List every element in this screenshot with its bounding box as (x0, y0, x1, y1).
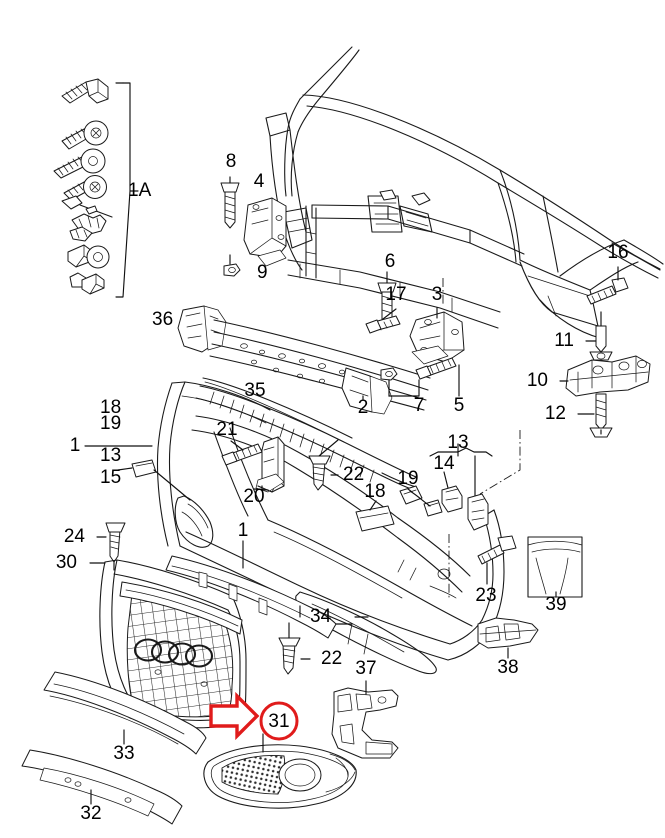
retainer-13-14-group (429, 430, 521, 600)
part-36-impact-bracket (177, 305, 227, 353)
part-1-bumper-cover (84, 381, 505, 675)
part-33-lower-trim (43, 671, 207, 755)
callout-4: 4 (254, 171, 265, 192)
callout-22b: 22 (321, 648, 342, 669)
audi-rings-icon (133, 638, 214, 668)
callout-37: 37 (355, 658, 376, 679)
callout-32: 32 (80, 803, 101, 824)
expanding-clip-icon (69, 213, 107, 242)
screw-24-icon (96, 522, 126, 571)
part-31-fog-light-grille (203, 733, 357, 809)
bolt-17-icon (365, 308, 401, 334)
push-plug-icon (67, 244, 110, 269)
callout-24: 24 (64, 526, 86, 547)
callout-20: 20 (243, 486, 264, 507)
part-3-mounting-bracket (365, 271, 465, 397)
callout-17: 17 (385, 284, 406, 305)
callout-35: 35 (244, 380, 265, 401)
hex-bolt-icon (61, 78, 109, 104)
callout-11: 11 (554, 330, 574, 351)
callout-19: 19 (100, 413, 121, 434)
part-2-crossmember (209, 319, 431, 415)
bolt-5-icon (415, 357, 460, 397)
callout-14: 14 (433, 453, 455, 474)
part-37-bracket (331, 680, 399, 759)
callout-2: 2 (358, 397, 369, 418)
fastener-kit-group (53, 78, 139, 298)
callout-5: 5 (454, 395, 465, 416)
callout-33: 33 (113, 743, 134, 764)
callout-10: 10 (527, 370, 548, 391)
screw-23-icon (477, 535, 517, 585)
callout-30: 30 (56, 552, 77, 573)
callout-21: 21 (216, 419, 237, 440)
callout-34: 34 (310, 606, 332, 627)
bracket-38-icon (477, 617, 539, 659)
callout-15: 15 (100, 467, 121, 488)
part-20-21-group (221, 436, 285, 493)
callout-38: 38 (497, 657, 518, 678)
callout-6: 6 (385, 251, 396, 272)
trim-clip-icon (69, 272, 105, 295)
protective-film-39-icon (527, 536, 583, 598)
callout-1A: 1A (128, 180, 152, 201)
nut-9-icon (223, 254, 241, 277)
callout-1: 1 (70, 435, 81, 456)
callout-labels: 1A 8 4 9 36 35 2 6 3 17 7 5 16 11 10 12 … (56, 151, 629, 824)
long-screw-icon (53, 148, 106, 179)
callout-22a: 22 (343, 464, 364, 485)
highlight-annotation: 31 (209, 691, 299, 741)
guide-bracket-10-icon (559, 355, 651, 397)
right-block-arrow-icon (209, 691, 260, 741)
screw-22-upper-icon (308, 439, 339, 491)
callout-16: 16 (607, 242, 628, 263)
callout-9: 9 (257, 262, 268, 283)
bracket-20-icon (255, 436, 285, 493)
callout-7: 7 (414, 395, 425, 416)
nut-7-icon (380, 367, 420, 397)
callout-1b: 1 (238, 520, 249, 541)
callout-39: 39 (545, 594, 566, 615)
callout-18b: 18 (364, 481, 385, 502)
part-32-plate-holder (21, 749, 183, 825)
callout-13b: 13 (447, 432, 468, 453)
screw-22-lower-icon (278, 622, 311, 675)
torx-screw-icon-2 (63, 175, 107, 201)
callout-18: 18 (100, 397, 121, 418)
radiator-grille-group (89, 522, 247, 729)
highlight-circle (259, 701, 299, 741)
rivet-pin-icon (61, 195, 113, 218)
bolt-8-icon (220, 176, 240, 229)
clip-11-icon (585, 311, 613, 361)
right-guide-group (559, 266, 651, 438)
bolt-16-icon (586, 266, 629, 305)
torx-screw-icon (61, 120, 109, 150)
callout-23: 23 (475, 585, 496, 606)
callout-12: 12 (545, 403, 566, 424)
callout-3: 3 (432, 284, 443, 305)
callout-13: 13 (100, 445, 121, 466)
callout-8: 8 (226, 151, 237, 172)
clip-18-19-group (399, 485, 443, 517)
highlight-number: 31 (268, 711, 289, 732)
part-23-39-38-group (477, 535, 583, 659)
part-4-bracket (220, 176, 287, 277)
callout-36: 36 (152, 309, 173, 330)
part-34-trim-strip (165, 555, 369, 639)
callout-19b: 19 (397, 468, 418, 489)
bolt-12-icon (577, 393, 613, 438)
